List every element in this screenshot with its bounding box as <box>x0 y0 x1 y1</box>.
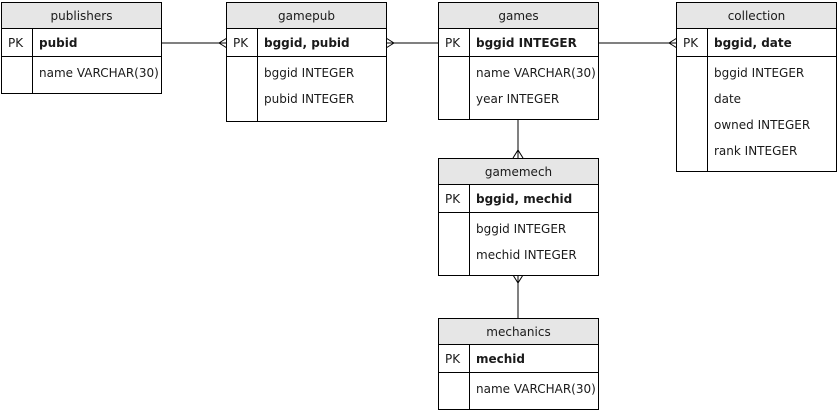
entity-games[interactable]: games PK bggid INTEGER name VARCHAR(30) … <box>438 2 599 120</box>
attribute: owned INTEGER <box>714 118 811 132</box>
primary-key-row: PK bggid INTEGER <box>439 29 598 57</box>
primary-key: bggid, date <box>714 36 792 50</box>
attribute-list: bggid INTEGER mechid INTEGER <box>439 213 598 275</box>
column-divider <box>707 57 708 171</box>
pk-label: PK <box>445 36 461 50</box>
attribute: mechid INTEGER <box>476 248 577 262</box>
primary-key: bggid, mechid <box>476 192 573 206</box>
entity-title: collection <box>677 3 836 29</box>
entity-gamemech[interactable]: gamemech PK bggid, mechid bggid INTEGER … <box>438 158 599 276</box>
column-divider <box>469 29 470 56</box>
entity-collection[interactable]: collection PK bggid, date bggid INTEGER … <box>676 2 837 172</box>
primary-key: mechid <box>476 352 526 366</box>
attribute: name VARCHAR(30) <box>476 382 596 396</box>
attribute: bggid INTEGER <box>476 222 567 236</box>
attribute: bggid INTEGER <box>714 66 805 80</box>
column-divider <box>469 185 470 212</box>
primary-key-row: PK mechid <box>439 345 598 373</box>
pk-label: PK <box>8 36 24 50</box>
column-divider <box>469 373 470 409</box>
attribute-list: name VARCHAR(30) <box>439 373 598 409</box>
pk-label: PK <box>683 36 699 50</box>
attribute-list: name VARCHAR(30) year INTEGER <box>439 57 598 119</box>
column-divider <box>469 57 470 119</box>
primary-key-row: PK pubid <box>2 29 161 57</box>
attribute: year INTEGER <box>476 92 560 106</box>
entity-publishers[interactable]: publishers PK pubid name VARCHAR(30) <box>1 2 162 94</box>
entity-title: mechanics <box>439 319 598 345</box>
entity-mechanics[interactable]: mechanics PK mechid name VARCHAR(30) <box>438 318 599 410</box>
primary-key: bggid, pubid <box>264 36 350 50</box>
column-divider <box>707 29 708 56</box>
column-divider <box>32 29 33 56</box>
primary-key: pubid <box>39 36 78 50</box>
primary-key-row: PK bggid, mechid <box>439 185 598 213</box>
relationship-games-collection <box>598 37 678 49</box>
entity-title: publishers <box>2 3 161 29</box>
column-divider <box>257 29 258 56</box>
relationship-publishers-gamepub <box>161 37 228 49</box>
relationship-games-gamemech <box>512 120 524 159</box>
attribute: name VARCHAR(30) <box>39 66 159 80</box>
pk-label: PK <box>445 192 461 206</box>
primary-key: bggid INTEGER <box>476 36 577 50</box>
entity-gamepub[interactable]: gamepub PK bggid, pubid bggid INTEGER pu… <box>226 2 387 122</box>
pk-label: PK <box>445 352 461 366</box>
entity-title: gamemech <box>439 159 598 185</box>
attribute: rank INTEGER <box>714 144 798 158</box>
attribute: name VARCHAR(30) <box>476 66 596 80</box>
entity-title: games <box>439 3 598 29</box>
attribute-list: bggid INTEGER pubid INTEGER <box>227 57 386 121</box>
relationship-gamemech-mechanics <box>512 274 524 318</box>
column-divider <box>469 345 470 372</box>
attribute: bggid INTEGER <box>264 66 355 80</box>
column-divider <box>469 213 470 275</box>
pk-label: PK <box>233 36 249 50</box>
attribute: pubid INTEGER <box>264 92 355 106</box>
attribute-list: bggid INTEGER date owned INTEGER rank IN… <box>677 57 836 171</box>
column-divider <box>32 57 33 93</box>
relationship-gamepub-games <box>385 37 439 49</box>
attribute: date <box>714 92 742 106</box>
column-divider <box>257 57 258 121</box>
primary-key-row: PK bggid, date <box>677 29 836 57</box>
primary-key-row: PK bggid, pubid <box>227 29 386 57</box>
entity-title: gamepub <box>227 3 386 29</box>
attribute-list: name VARCHAR(30) <box>2 57 161 93</box>
